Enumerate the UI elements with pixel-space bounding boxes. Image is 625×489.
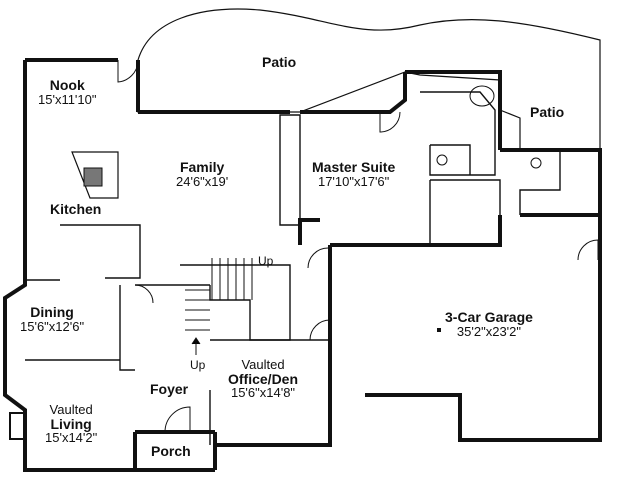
bathtub <box>469 85 495 107</box>
garage-marker <box>437 328 441 332</box>
room-label-family: Family 24'6"x19' <box>176 160 228 188</box>
room-label-garage: 3-Car Garage 35'2"x23'2" <box>445 310 533 338</box>
room-label-nook: Nook 15'x11'10" <box>38 78 97 106</box>
porch-walls <box>133 430 217 472</box>
living-dims: 15'x14'2" <box>45 430 98 446</box>
kitchen-wall <box>60 224 141 279</box>
room-label-porch: Porch <box>151 444 191 459</box>
stair-up-top: Up <box>258 254 274 268</box>
stair-arrow-up <box>191 337 201 355</box>
room-label-kitchen: Kitchen <box>50 202 101 217</box>
living-name: Living <box>50 415 92 432</box>
garage-right <box>365 215 602 442</box>
door-dining <box>134 284 154 304</box>
living-prefix: Vaulted <box>49 402 93 417</box>
room-label-master-suite: Master Suite 17'10"x17'6" <box>312 160 395 188</box>
room-label-living: Vaulted Living 15'x14'2" <box>45 403 97 445</box>
family-name: Family <box>179 159 225 175</box>
nook-dims: 15'x11'10" <box>38 91 97 107</box>
stair-box <box>180 264 291 341</box>
door-nook <box>117 60 139 83</box>
toilet-side <box>530 157 542 169</box>
cooktop <box>83 167 103 187</box>
exterior-wall-left <box>3 60 135 472</box>
room-label-patio-main: Patio <box>262 55 296 70</box>
room-label-office: Vaulted Office/Den 15'6"x14'8" <box>228 358 298 400</box>
foyer-name: Foyer <box>150 381 189 397</box>
exterior-wall-master-top <box>300 72 407 114</box>
stair-up-bottom: Up <box>190 358 206 372</box>
wc-box <box>430 144 471 175</box>
room-label-dining: Dining 15'6"x12'6" <box>20 305 84 333</box>
master-bath-top <box>405 70 502 150</box>
dining-name: Dining <box>30 304 74 320</box>
nook-name: Nook <box>49 77 85 93</box>
office-name: Office/Den <box>228 370 299 387</box>
office-dims: 15'6"x14'8" <box>230 385 296 401</box>
room-label-patio-side: Patio <box>530 105 564 120</box>
dining-dims: 15'6"x12'6" <box>20 318 85 334</box>
family-column <box>279 114 301 226</box>
master-bottom <box>298 218 320 245</box>
master-suite-name: Master Suite <box>312 159 396 175</box>
kitchen-name: Kitchen <box>50 201 102 217</box>
office-bottom <box>213 395 332 447</box>
patio-outline <box>137 8 601 151</box>
garage-name: 3-Car Garage <box>445 309 533 325</box>
garage-dims: 35'2"x23'2" <box>456 323 521 339</box>
office-prefix: Vaulted <box>241 357 285 372</box>
stair-treads-top <box>211 258 253 300</box>
stair-treads-side <box>185 289 210 331</box>
fireplace <box>9 412 25 440</box>
garage-top <box>330 215 502 247</box>
master-suite-dims: 17'10"x17'6" <box>317 173 390 189</box>
door-side-patio <box>577 239 599 261</box>
door-foyer <box>164 406 191 433</box>
patio-side-name: Patio <box>530 104 565 120</box>
side-bath-wall <box>500 148 602 217</box>
room-label-foyer: Foyer <box>150 382 188 397</box>
master-bath-inner <box>420 91 496 176</box>
family-dims: 24'6"x19' <box>176 173 229 189</box>
toilet-master <box>436 154 448 166</box>
patio-main-name: Patio <box>262 54 297 70</box>
porch-name: Porch <box>151 443 191 459</box>
master-closet <box>429 179 501 245</box>
side-bath <box>500 149 561 215</box>
door-office <box>309 319 331 341</box>
door-garage <box>307 247 329 269</box>
dining-right-wall <box>119 285 135 371</box>
door-master <box>379 111 401 133</box>
